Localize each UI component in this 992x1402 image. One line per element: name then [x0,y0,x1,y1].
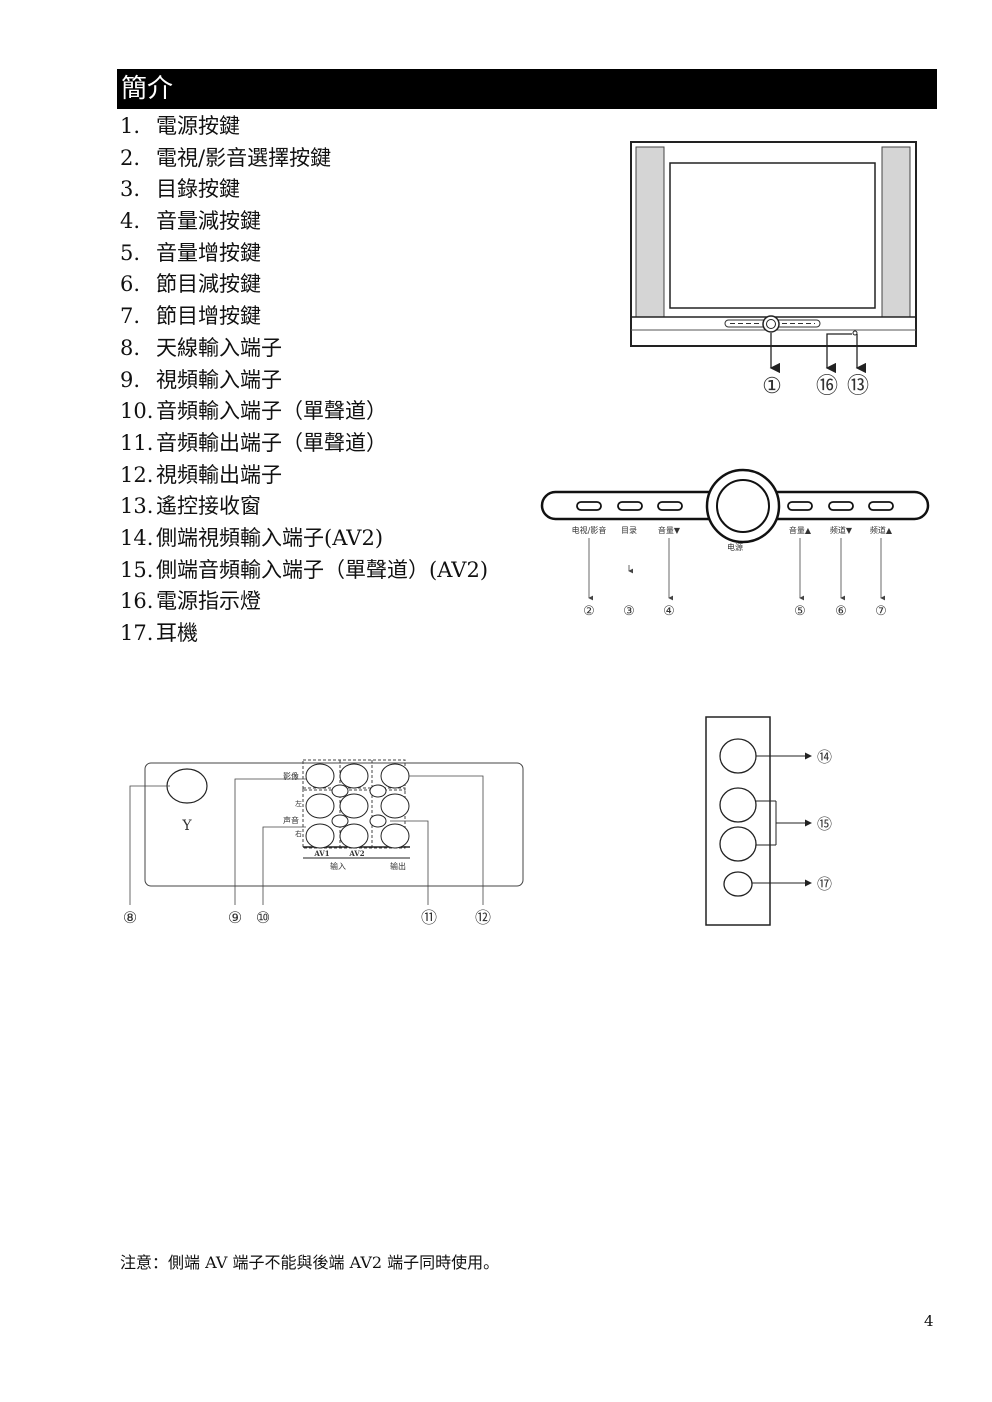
tv-front-diagram: ① ⑯ ⑬ [630,141,917,399]
callout-3: ③ [623,604,635,619]
list-item: 2.電視/影音選擇按鍵 [120,145,332,170]
list-item: 6.節目減按鍵 [120,272,261,297]
callout-5: ⑤ [794,604,806,619]
control-panel-diagram: 电视/影音 目录 音量▼ 电源 音量▲ 频道▼ 频道▲ ② ③ ④ ⑤ ⑥ ⑦ [540,468,930,619]
callout-8: ⑧ [123,908,137,927]
list-item: 11.音頻輸出端子（單聲道） [120,430,387,455]
list-item: 16.電源指示燈 [120,589,261,614]
av1-label: AV1 [313,849,329,858]
volume-up-label: 音量▲ [789,525,812,535]
section-header: 簡介 [117,69,937,109]
callout-9: ⑨ [228,908,242,927]
callout-4: ④ [663,604,675,619]
channel-down-label: 频道▼ [830,525,853,535]
parts-list: 1.電源按鍵 2.電視/影音選擇按鍵 3.目錄按鍵 4.音量減按鍵 5.音量增按… [120,111,488,650]
list-item: 4.音量減按鍵 [120,209,261,234]
list-item: 13.遙控接收窗 [120,494,261,519]
callout-6: ⑥ [835,604,847,619]
list-item: 3.目錄按鍵 [120,177,240,202]
callout-1: ① [762,374,782,399]
callout-15: ⑮ [817,815,832,833]
tv-av-label: 电视/影音 [572,525,607,535]
audio-label: 声音 [283,815,299,825]
list-item: 15.側端音頻輸入端子（單聲道）(AV2) [120,557,489,582]
input-label: 输入 [330,861,346,871]
power-label: 电源 [727,542,743,552]
channel-up-label: 频道▲ [870,525,893,535]
rear-panel-diagram: Y 影像 左 声音 右 AV1 AV2 输入 输出 ⑧ ⑨ ⑩ ⑪ ⑫ [123,759,524,927]
usage-note: 注意：側端 AV 端子不能與後端 AV2 端子同時使用。 [120,1253,500,1272]
list-item: 14.側端視頻輸入端子(AV2) [120,525,384,550]
callout-12: ⑫ [475,908,491,927]
right-label: 右 [295,829,302,838]
callout-7: ⑦ [875,604,887,619]
callout-11: ⑪ [421,908,437,927]
output-label: 输出 [390,861,406,871]
video-label: 影像 [283,771,299,781]
callout-16: ⑯ [816,374,838,399]
list-item: 17.耳機 [120,621,198,645]
callout-17: ⑰ [817,875,832,893]
side-panel-diagram: ⑭ ⑮ ⑰ [705,716,832,926]
antenna-icon: Y [181,818,192,834]
list-item: 8.天線輸入端子 [120,335,282,360]
page-number: 4 [924,1312,934,1330]
left-label: 左 [295,799,302,808]
list-item: 5.音量增按鍵 [120,240,261,265]
menu-label: 目录 [621,526,637,535]
section-title: 簡介 [121,74,174,104]
callout-13: ⑬ [847,374,869,399]
callout-14: ⑭ [817,748,832,766]
list-item: 10.音頻輸入端子（單聲道） [120,399,387,424]
list-item: 9.視頻輸入端子 [120,367,282,392]
volume-down-label: 音量▼ [658,525,681,535]
list-item: 1.電源按鍵 [120,114,240,138]
callout-2: ② [583,604,595,619]
av2-label: AV2 [348,849,364,858]
list-item: 12.視頻輸出端子 [120,462,282,487]
list-item: 7.節目增按鍵 [120,304,261,329]
callout-10: ⑩ [256,908,270,927]
